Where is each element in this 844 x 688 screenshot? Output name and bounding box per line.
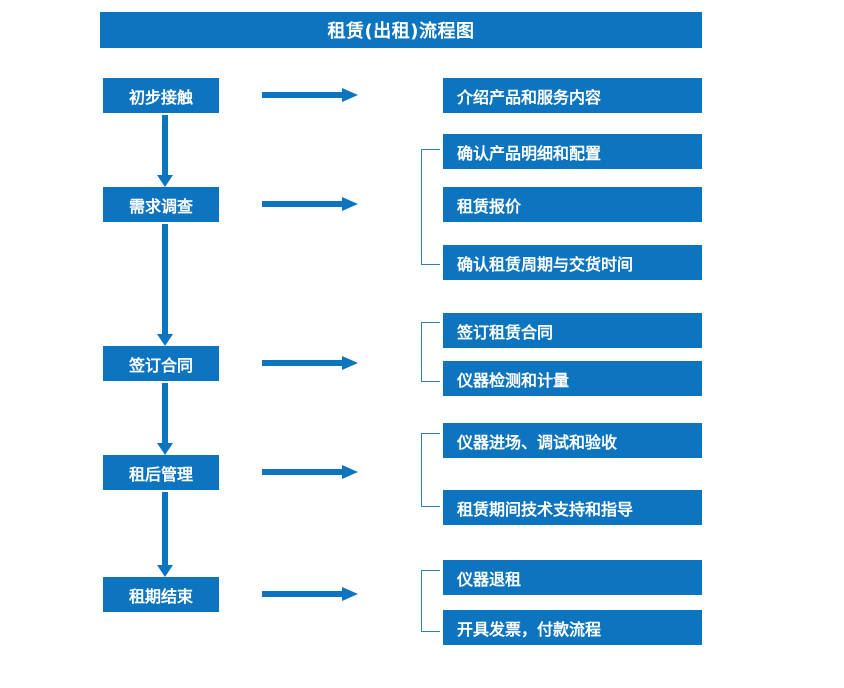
arrow-head: [157, 565, 173, 577]
arrow-shaft: [262, 92, 344, 98]
arrow-head: [342, 587, 358, 601]
page-title: 租赁(出租)流程图: [100, 12, 702, 48]
arrow-shaft: [262, 201, 344, 207]
arrow-shaft: [262, 469, 344, 475]
right-arrow-icon-3: [262, 356, 358, 370]
stage-box-4[interactable]: 租后管理: [103, 455, 219, 490]
group-bracket-3: [421, 433, 440, 507]
arrow-shaft: [162, 492, 168, 565]
down-arrow-icon-4: [157, 492, 173, 577]
stage-box-2[interactable]: 需求调查: [103, 187, 219, 222]
down-arrow-icon-3: [157, 383, 173, 455]
down-arrow-icon-1: [157, 115, 173, 187]
arrow-head: [342, 88, 358, 102]
detail-box-9[interactable]: 仪器退租: [443, 560, 702, 595]
arrow-head: [342, 197, 358, 211]
arrow-head: [157, 175, 173, 187]
group-bracket-1: [421, 149, 440, 265]
arrow-shaft: [162, 383, 168, 443]
detail-box-1[interactable]: 介绍产品和服务内容: [443, 78, 702, 113]
arrow-head: [157, 443, 173, 455]
right-arrow-icon-1: [262, 88, 358, 102]
stage-box-1[interactable]: 初步接触: [103, 78, 219, 113]
stage-box-3[interactable]: 签订合同: [103, 346, 219, 381]
arrow-head: [157, 334, 173, 346]
stage-box-5[interactable]: 租期结束: [103, 577, 219, 612]
detail-box-2[interactable]: 确认产品明细和配置: [443, 134, 702, 169]
group-bracket-2: [421, 322, 440, 382]
detail-box-4[interactable]: 确认租赁周期与交货时间: [443, 245, 702, 280]
detail-box-6[interactable]: 仪器检测和计量: [443, 361, 702, 396]
detail-box-3[interactable]: 租赁报价: [443, 187, 702, 222]
arrow-head: [342, 465, 358, 479]
right-arrow-icon-4: [262, 465, 358, 479]
arrow-head: [342, 356, 358, 370]
arrow-shaft: [262, 360, 344, 366]
detail-box-8[interactable]: 租赁期间技术支持和指导: [443, 490, 702, 525]
detail-box-7[interactable]: 仪器进场、调试和验收: [443, 423, 702, 458]
right-arrow-icon-2: [262, 197, 358, 211]
arrow-shaft: [162, 224, 168, 334]
detail-box-10[interactable]: 开具发票，付款流程: [443, 610, 702, 645]
group-bracket-4: [421, 570, 440, 632]
arrow-shaft: [162, 115, 168, 175]
right-arrow-icon-5: [262, 587, 358, 601]
arrow-shaft: [262, 591, 344, 597]
detail-box-5[interactable]: 签订租赁合同: [443, 313, 702, 348]
down-arrow-icon-2: [157, 224, 173, 346]
